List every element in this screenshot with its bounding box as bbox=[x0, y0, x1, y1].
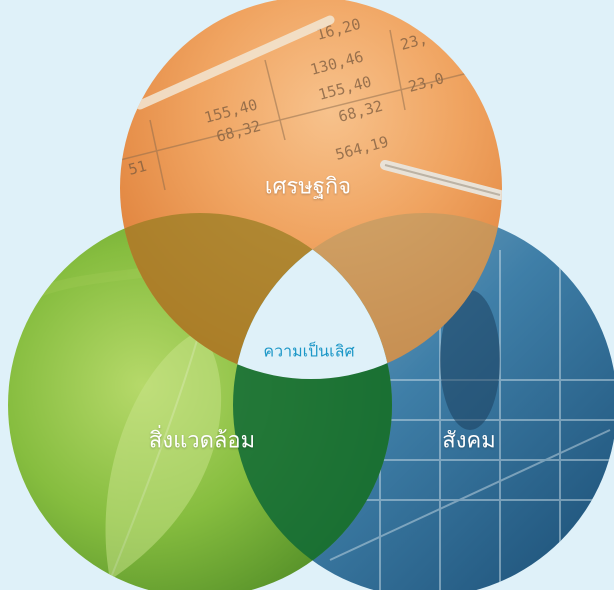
center-label: ความเป็นเลิศ bbox=[263, 341, 355, 361]
econ-figure: 51 bbox=[126, 157, 148, 179]
center-overlap bbox=[233, 213, 392, 379]
pen-icon bbox=[135, 15, 502, 200]
economy-label: เศรษฐกิจ bbox=[264, 174, 352, 200]
environment-label: สิ่งแวดล้อม bbox=[148, 428, 256, 454]
society-label: สังคม bbox=[442, 428, 496, 454]
